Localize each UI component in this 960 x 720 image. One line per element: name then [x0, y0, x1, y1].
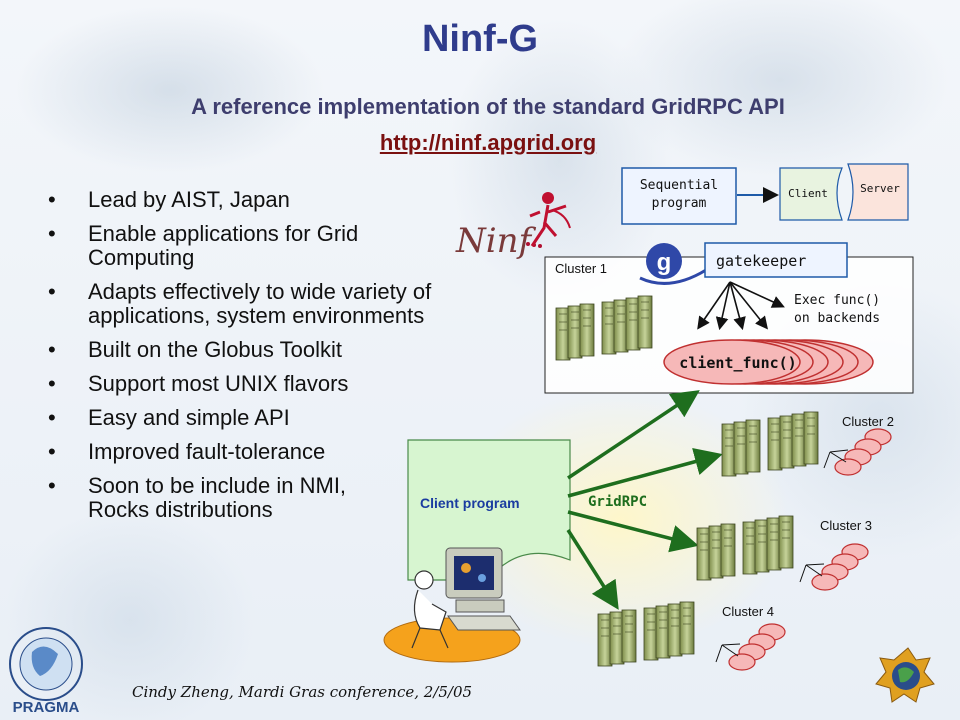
cluster4-funcs	[728, 623, 786, 671]
pragma-logo: PRAGMA	[9, 627, 83, 716]
bullet-item: Enable applications for Grid Computing	[48, 222, 443, 270]
globus-logo: g	[639, 243, 707, 285]
cluster1-servers	[556, 296, 652, 360]
server-label: Server	[860, 182, 900, 195]
gatekeeper-label: gatekeeper	[716, 252, 806, 270]
svg-text:g: g	[657, 249, 672, 276]
cluster2-funcs	[834, 428, 892, 476]
project-url-link[interactable]: http://ninf.apgrid.org	[379, 130, 597, 155]
footer-credit: Cindy Zheng, Mardi Gras conference, 2/5/…	[132, 683, 473, 701]
svg-text:PRAGMA: PRAGMA	[13, 699, 80, 716]
cluster2-servers	[722, 412, 818, 476]
sequential-program-box	[621, 167, 737, 225]
bullet-item: Built on the Globus Toolkit	[48, 338, 488, 363]
ninf-logo: Ninf	[455, 192, 571, 261]
bullet-item: Easy and simple API	[48, 406, 488, 431]
client-func-stack	[663, 339, 874, 385]
cluster2-lines	[823, 449, 849, 469]
bullet-item: Improved fault-tolerance	[48, 440, 488, 465]
cluster1-label: Cluster 1	[555, 261, 607, 276]
cluster4-lines	[715, 643, 741, 663]
page-subtitle: A reference implementation of the standa…	[191, 94, 785, 119]
client-label: Client	[788, 187, 828, 200]
sun-globe-logo	[875, 647, 935, 703]
gridrpc-arrows	[566, 390, 723, 610]
bullet-item: Adapts effectively to wide variety of ap…	[48, 280, 488, 328]
cluster3-lines	[799, 563, 825, 583]
cluster3-funcs	[811, 543, 869, 591]
exec-arrows	[697, 281, 785, 331]
exec-label: on backends	[794, 311, 880, 326]
client-program-label: Client program	[420, 495, 520, 511]
client-func-label: client_func()	[679, 354, 796, 372]
bullet-item: Soon to be include in NMI, Rocks distrib…	[48, 474, 408, 522]
page-title: Ninf-G	[421, 18, 539, 60]
sequential-program-label: Sequential	[640, 178, 718, 193]
cluster2-label: Cluster 2	[842, 414, 894, 429]
cluster4-label: Cluster 4	[722, 604, 774, 619]
user-at-computer-clipart	[383, 547, 521, 663]
client-box	[779, 167, 843, 221]
gridrpc-label: GridRPC	[588, 494, 647, 510]
bullet-item: Support most UNIX flavors	[48, 372, 488, 397]
sequential-program-label: program	[652, 196, 707, 211]
cluster3-label: Cluster 3	[820, 518, 872, 533]
bullet-item: Lead by AIST, Japan	[48, 188, 488, 213]
svg-text:Ninf: Ninf	[455, 221, 537, 261]
gatekeeper-box	[704, 242, 848, 278]
server-box	[847, 163, 909, 221]
exec-label: Exec func()	[794, 293, 880, 308]
feature-list: Lead by AIST, Japan Enable applications …	[48, 188, 488, 532]
